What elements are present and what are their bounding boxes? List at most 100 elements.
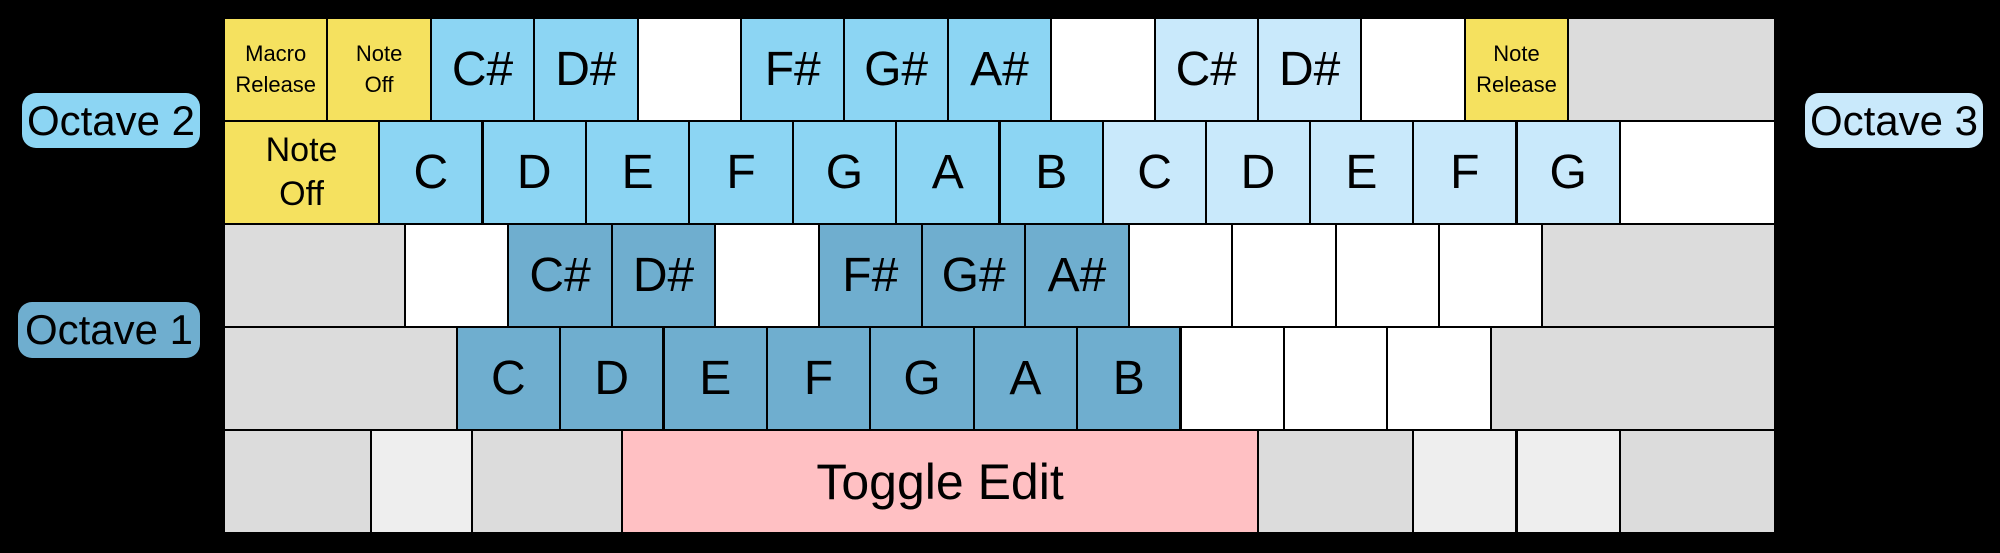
key-digit0-d-sharp-oct3: D# — [1258, 18, 1362, 121]
key-label-line: A — [1009, 351, 1042, 405]
key-label-line: F# — [842, 248, 899, 302]
key-f-unmapped — [715, 224, 819, 327]
key-bracketleft-f-oct3: F — [1413, 121, 1517, 224]
key-label-line: F — [803, 351, 834, 405]
key-label-line: Off — [279, 174, 324, 213]
key-label-line: C — [1137, 145, 1172, 199]
key-h-g-sharp-oct1: G# — [922, 224, 1026, 327]
key-label-line: D# — [632, 248, 695, 302]
key-m-b-oct1: B — [1077, 327, 1181, 430]
key-digit7-a-sharp-oct2: A# — [947, 18, 1052, 121]
key-label-line: F — [1450, 145, 1480, 199]
key-label-line: A# — [1047, 248, 1107, 302]
key-label-line: A — [931, 145, 964, 199]
key-p-e-oct3: E — [1309, 121, 1414, 224]
key-label-line: G — [1549, 145, 1587, 199]
key-minus-unmapped — [1361, 18, 1465, 121]
key-c-e-oct1: E — [663, 327, 767, 430]
key-label-line: C — [490, 351, 526, 405]
key-j-a-sharp-oct1: A# — [1025, 224, 1129, 327]
key-r-f-oct2: F — [689, 121, 793, 224]
key-label-line: Note — [265, 130, 338, 169]
label-octave-1: Octave 1 — [18, 302, 200, 358]
key-backslash-unmapped — [1619, 121, 1775, 224]
key-period-unmapped — [1283, 327, 1388, 430]
key-label-line: D — [594, 351, 630, 405]
key-digit8-unmapped — [1051, 18, 1155, 121]
key-backspace-unmapped — [1568, 18, 1775, 121]
key-l-unmapped — [1232, 224, 1336, 327]
key-label-line: Off — [364, 71, 394, 97]
key-ctrlright-unmapped — [1619, 430, 1775, 533]
key-label-line: C# — [451, 42, 514, 96]
key-label-line: Macro — [245, 40, 307, 66]
key-digit5-f-sharp-oct2: F# — [741, 18, 845, 121]
key-label-line: B — [1112, 351, 1145, 405]
key-g-f-sharp-oct1: F# — [818, 224, 922, 327]
key-label-line: D — [1240, 145, 1276, 199]
key-e-e-oct2: E — [585, 121, 690, 224]
key-x-d-oct1: D — [560, 327, 664, 430]
key-comma-unmapped — [1180, 327, 1284, 430]
key-q-c-oct2: C — [379, 121, 483, 224]
label-octave-2: Octave 2 — [22, 93, 200, 148]
key-d-d-sharp-oct1: D# — [611, 224, 716, 327]
key-menu-unmapped — [1516, 430, 1620, 533]
key-k-unmapped — [1128, 224, 1233, 327]
key-enter-unmapped — [1542, 224, 1776, 327]
key-label-line: C — [413, 145, 449, 199]
key-label-line: G — [825, 145, 864, 199]
key-capslock-unmapped — [224, 224, 405, 327]
key-label-line: B — [1035, 145, 1068, 199]
key-t-g-oct2: G — [792, 121, 897, 224]
key-z-c-oct1: C — [456, 327, 560, 430]
key-digit4-unmapped — [637, 18, 741, 121]
key-digit2-c-sharp-oct2: C# — [430, 18, 535, 121]
key-digit6-g-sharp-oct2: G# — [844, 18, 948, 121]
key-label-line: E — [621, 145, 654, 199]
key-label-line: G# — [941, 248, 1006, 302]
key-winright-unmapped — [1413, 430, 1517, 533]
key-b-g-oct1: G — [870, 327, 974, 430]
key-o-d-oct3: D — [1206, 121, 1310, 224]
key-label-line: Release — [1476, 71, 1557, 97]
key-label-line: G — [903, 351, 941, 405]
key-shiftleft-unmapped — [224, 327, 457, 430]
key-label-line: E — [699, 351, 732, 405]
key-label-line: E — [1345, 145, 1378, 199]
key-label-line: D# — [555, 42, 617, 96]
key-a-unmapped — [405, 224, 509, 327]
key-space-toggle-edit: Toggle Edit — [622, 430, 1258, 533]
key-altleft-unmapped — [472, 430, 623, 533]
key-bracketright-g-oct3: G — [1516, 121, 1620, 224]
key-y-a-oct2: A — [896, 121, 1000, 224]
key-label-line: D# — [1279, 42, 1341, 96]
label-octave-3: Octave 3 — [1805, 93, 1983, 148]
key-u-b-oct2: B — [999, 121, 1103, 224]
key-label-line: F# — [764, 42, 821, 96]
key-label-line: F — [726, 145, 756, 199]
key-label-line: A# — [970, 42, 1029, 96]
key-digit9-c-sharp-oct3: C# — [1154, 18, 1258, 121]
key-label-line: Note — [355, 40, 403, 66]
key-v-f-oct1: F — [766, 327, 871, 430]
key-slash-unmapped — [1387, 327, 1491, 430]
key-ctrlleft-unmapped — [224, 430, 372, 533]
key-winleft-unmapped — [371, 430, 473, 533]
key-digit3-d-sharp-oct2: D# — [534, 18, 638, 121]
key-label-line: Note — [1493, 40, 1540, 66]
key-label-line: G# — [864, 42, 929, 96]
key-label-line: C# — [529, 248, 591, 302]
key-altright-unmapped — [1258, 430, 1414, 533]
key-label-line: D — [516, 145, 552, 199]
key-label-line: Toggle Edit — [816, 453, 1064, 510]
key-s-c-sharp-oct1: C# — [508, 224, 612, 327]
key-label-line: Release — [235, 71, 317, 97]
key-semicolon-unmapped — [1335, 224, 1439, 327]
key-w-d-oct2: D — [482, 121, 586, 224]
